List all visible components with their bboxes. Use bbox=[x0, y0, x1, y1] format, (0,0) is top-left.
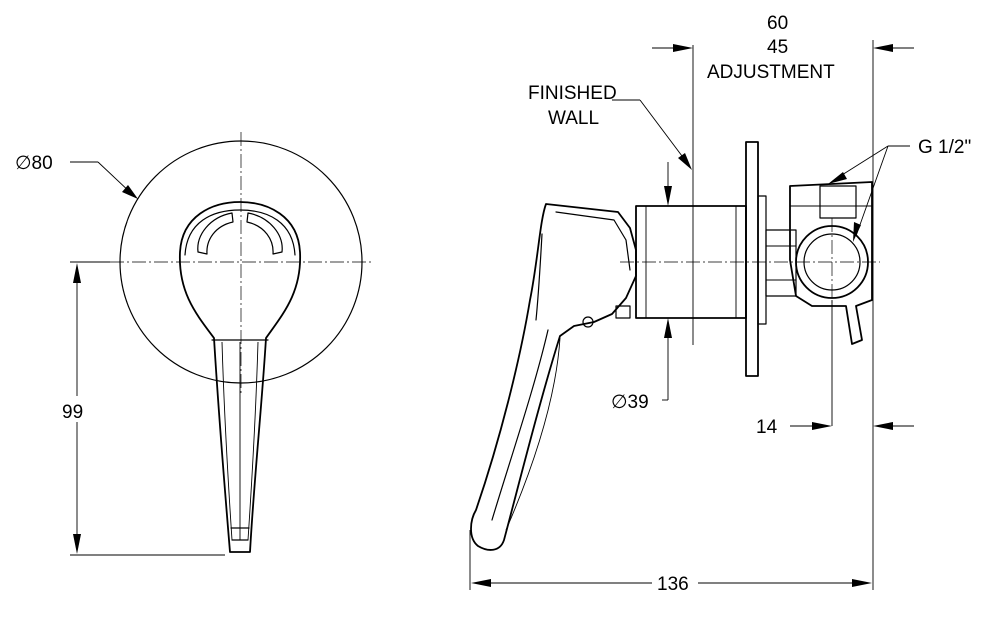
depth-arrow-left bbox=[471, 579, 491, 587]
offset-arrow-left bbox=[812, 422, 832, 430]
adjust-min-label: 45 bbox=[767, 37, 788, 58]
lever-edge-left bbox=[221, 341, 233, 541]
thread-arrowhead-2 bbox=[853, 222, 861, 242]
lever-side-highlight bbox=[491, 211, 631, 521]
adjust-arrow-right bbox=[873, 44, 893, 52]
lever-handle-front bbox=[179, 201, 301, 553]
lever-handle-side bbox=[470, 203, 637, 551]
plate-diameter-label: ∅80 bbox=[15, 153, 53, 174]
offset-arrow-right bbox=[873, 422, 893, 430]
thread-leader-2 bbox=[855, 145, 889, 237]
side-view: ∅39 FINISHED WALL 60 45 ADJUSTMENT G 1/2… bbox=[469, 13, 971, 595]
height-label: 99 bbox=[62, 402, 83, 423]
finished-wall-label-1: FINISHED bbox=[528, 83, 617, 104]
lever-tip bbox=[230, 527, 250, 541]
wall-flange bbox=[745, 141, 759, 377]
top-inlet bbox=[819, 185, 857, 219]
stem bbox=[765, 229, 797, 297]
plate-diameter-arrowhead bbox=[122, 185, 138, 199]
handle-slot-right bbox=[246, 212, 283, 255]
flange-collar bbox=[757, 195, 767, 325]
height-arrow-bottom bbox=[73, 534, 81, 554]
finished-wall-label-2: WALL bbox=[548, 108, 599, 129]
thread-label: G 1/2" bbox=[918, 137, 971, 158]
lever-cap bbox=[615, 305, 631, 319]
body-diameter-label: ∅39 bbox=[611, 392, 649, 413]
depth-label: 136 bbox=[657, 574, 689, 595]
lever-edge-right bbox=[247, 341, 259, 541]
lever-side-inner bbox=[505, 337, 561, 531]
body-dia-arrow-top bbox=[664, 186, 672, 206]
depth-arrow-right bbox=[852, 579, 872, 587]
finished-wall-leader bbox=[639, 99, 689, 165]
thread-arrowhead-1 bbox=[828, 172, 847, 184]
offset-label: 14 bbox=[756, 417, 778, 438]
adjustment-label: ADJUSTMENT bbox=[707, 62, 835, 83]
lever-grub-screw bbox=[582, 316, 594, 328]
valve-body bbox=[789, 181, 873, 345]
finished-wall-arrowhead bbox=[678, 153, 692, 170]
adjust-arrow-left bbox=[673, 44, 693, 52]
adjust-max-label: 60 bbox=[767, 13, 788, 34]
lever-inner-contour bbox=[184, 209, 296, 256]
front-view: ∅80 99 bbox=[15, 132, 372, 556]
body-dia-arrow-bottom bbox=[664, 318, 672, 338]
height-arrow-top bbox=[73, 263, 81, 283]
height-label-bg bbox=[60, 396, 94, 422]
handle-slot-left bbox=[197, 212, 234, 255]
